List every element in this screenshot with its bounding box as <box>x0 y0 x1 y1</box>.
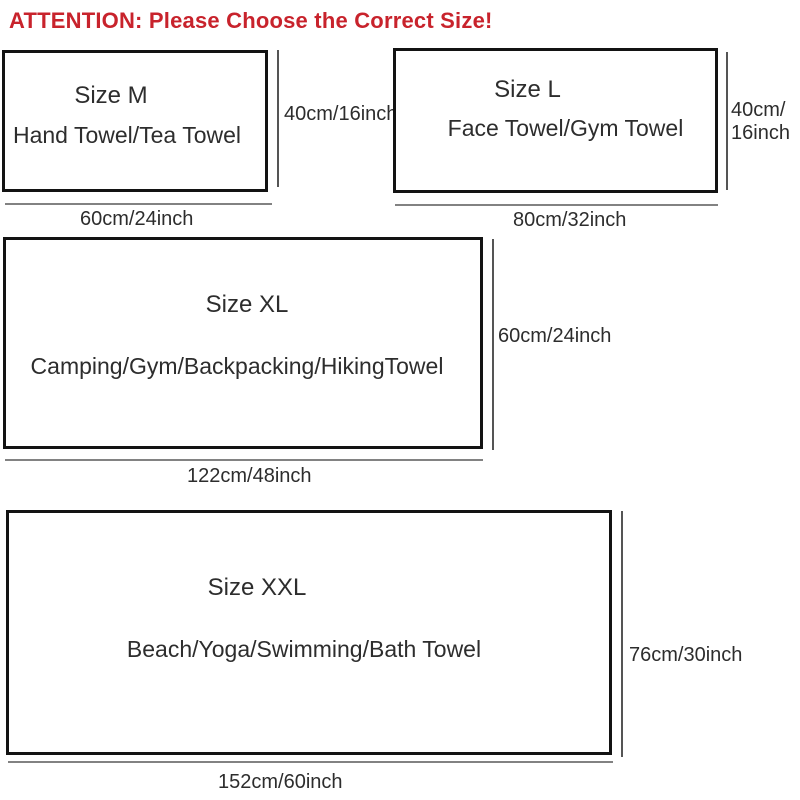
size-xxl-width-label: 152cm/60inch <box>218 771 343 793</box>
size-l-height-line <box>726 52 728 190</box>
size-l-width-label: 80cm/32inch <box>513 209 627 231</box>
size-m-box: Size M Hand Towel/Tea Towel <box>2 50 268 192</box>
size-xxl-height-line <box>621 511 623 757</box>
size-xl-width-label: 122cm/48inch <box>187 465 312 487</box>
size-xl-height-label: 60cm/24inch <box>498 325 612 347</box>
size-m-height-line <box>277 50 279 187</box>
size-m-height-label: 40cm/16inch <box>284 103 398 125</box>
size-l-box: Size L Face Towel/Gym Towel <box>393 48 718 193</box>
size-m-width-label: 60cm/24inch <box>80 208 194 230</box>
size-xxl-use: Beach/Yoga/Swimming/Bath Towel <box>126 636 482 662</box>
size-l-use: Face Towel/Gym Towel <box>447 114 684 141</box>
size-m-width-line <box>5 203 272 205</box>
size-l-name: Size L <box>494 75 561 103</box>
size-xxl-name: Size XXL <box>207 574 307 601</box>
size-m-use: Hand Towel/Tea Towel <box>12 121 241 148</box>
size-xl-use: Camping/Gym/Backpacking/HikingTowel <box>30 352 444 379</box>
size-xl-width-line <box>5 459 483 461</box>
size-xl-box: Size XL Camping/Gym/Backpacking/HikingTo… <box>3 237 483 449</box>
size-l-height-label: 40cm/ 16inch <box>731 99 790 144</box>
size-xxl-height-label: 76cm/30inch <box>629 644 743 666</box>
size-l-width-line <box>395 204 718 206</box>
size-xl-height-line <box>492 239 494 450</box>
size-xxl-width-line <box>8 761 613 763</box>
page-title: ATTENTION: Please Choose the Correct Siz… <box>9 8 493 33</box>
size-xl-name: Size XL <box>205 290 289 318</box>
size-m-name: Size M <box>74 81 148 109</box>
size-xxl-box: Size XXL Beach/Yoga/Swimming/Bath Towel <box>6 510 612 755</box>
